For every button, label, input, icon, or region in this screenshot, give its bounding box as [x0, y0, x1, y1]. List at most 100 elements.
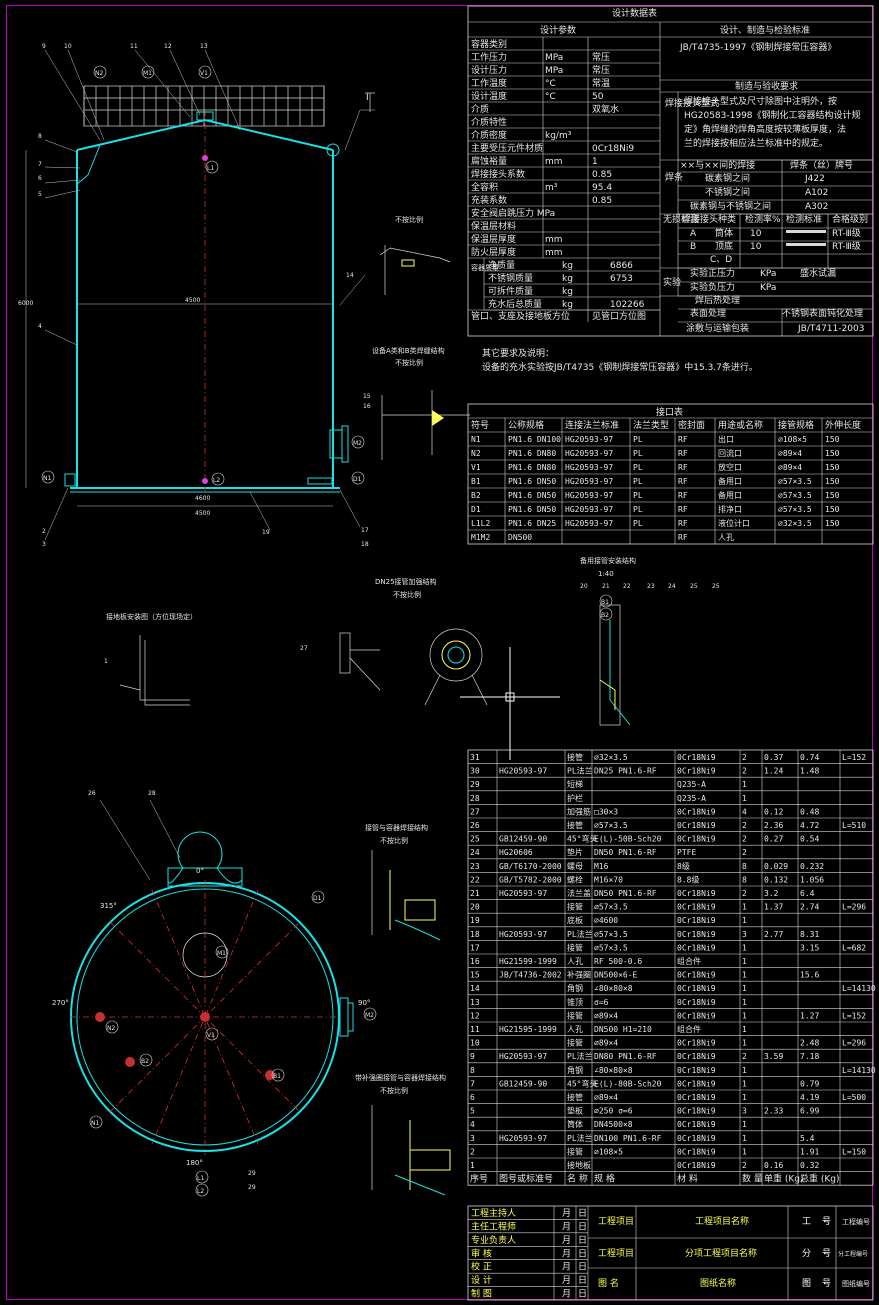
nozzle-cell: ⌀57×3.5 [778, 477, 812, 486]
parts-cell: 1 [742, 780, 747, 789]
parts-cell: ⌀57×3.5 [594, 821, 628, 830]
tb-project-name: 工程项目名称 [695, 1215, 749, 1227]
parts-cell: 1 [742, 1025, 747, 1034]
nozzle-tag: L2 [213, 477, 220, 484]
angle-90: 90° [358, 999, 370, 1007]
nozzle-weld-title: 接管与容器焊接结构 [365, 823, 428, 832]
parts-cell: 1 [742, 1039, 747, 1048]
tb-month: 月 [562, 1248, 571, 1259]
parts-cell: 29 [470, 780, 480, 789]
electrode-group: 焊条 [665, 171, 683, 183]
parts-cell: 1 [742, 957, 747, 966]
nozzle-cell: 备用口 [718, 490, 742, 500]
nozzle-row-value: 见管口方位图 [592, 310, 646, 322]
part-callout: 5 [38, 191, 42, 198]
nozzle-tag-circle [271, 1068, 285, 1082]
grounding-title: 接地板安装图（方位现场定） [106, 612, 197, 621]
tb-month: 月 [562, 1262, 571, 1273]
tb-month: 月 [562, 1289, 571, 1300]
nozzle-cell: HG20593-97 [565, 463, 613, 472]
parts-cell: ⌀57×3.5 [594, 903, 628, 912]
electrode-r3b: A302 [805, 202, 828, 212]
parts-cell: 7 [470, 1079, 475, 1088]
electrode-r2a: 不锈钢之间 [705, 186, 750, 198]
parts-cell: 9 [470, 1052, 475, 1061]
nozzle-cell: PL [633, 435, 643, 444]
nozzle-cell: PL [633, 477, 643, 486]
electrode-r1a: 碳素钢之间 [705, 172, 750, 184]
design-row-unit: °C [545, 79, 556, 89]
dim-small: 4500 [195, 510, 210, 517]
design-row-label: 安全阀启跳压力 MPa [471, 207, 555, 219]
parts-cell: L=14130 [842, 984, 876, 993]
nozzle-cell: PN1.6 DN80 [508, 463, 556, 472]
nozzle-cell: PN1.6 DN50 [508, 505, 556, 514]
parts-cell: 接管 [567, 902, 583, 912]
nozzle-cell: 150 [825, 477, 840, 486]
detail-views [119, 245, 631, 1196]
nozzle-cell: ⌀57×3.5 [778, 505, 812, 514]
nozzle-tag-circle [41, 470, 55, 484]
weld-group-label: 焊接接头型式 [665, 97, 719, 109]
nozzle-tag: N1 [43, 475, 51, 482]
nozzle-cell: M1M2 [471, 533, 490, 542]
parts-cell: 2.36 [764, 821, 783, 830]
parts-cell: 1 [742, 998, 747, 1007]
parts-cell: 4.19 [800, 1093, 819, 1102]
tb-role: 工程主持人 [471, 1207, 516, 1219]
parts-cell: 2 [742, 767, 747, 776]
parts-cell: 2.48 [800, 1039, 819, 1048]
nozzle-cell: 液位计口 [718, 518, 750, 528]
parts-cell: 接管 [567, 942, 583, 952]
electrode-r2b: A102 [805, 188, 828, 198]
nozzle-weld-scale: 不按比例 [380, 836, 408, 845]
parts-cell: L=150 [842, 1147, 866, 1156]
tb-fen-no: 分工程编号 [838, 1250, 868, 1258]
parts-cell: 3 [470, 1134, 475, 1143]
nozzle-tag: B1 [273, 1073, 281, 1080]
design-row-label: 保温层材料 [471, 220, 516, 232]
parts-cell: 5 [470, 1107, 475, 1116]
parts-cell: □30×3 [594, 807, 618, 816]
parts-cell: 2.33 [764, 1107, 783, 1116]
mass-row-unit: kg [562, 287, 573, 297]
parts-cell: 底板 [567, 915, 583, 925]
parts-cell: 45°弯头 [567, 1078, 597, 1088]
nozzle-cell: RF [678, 491, 688, 500]
nozzle-cell: HG20593-97 [565, 435, 613, 444]
parts-cell: 1 [742, 984, 747, 993]
parts-cell: 0Cr18Ni9 [677, 943, 716, 952]
parts-cell: 0Cr18Ni9 [677, 889, 716, 898]
parts-cell: 0.232 [800, 862, 824, 871]
parts-cell: 角钢 [567, 1065, 583, 1075]
nozzle-cell: PN1.6 DN50 [508, 477, 556, 486]
parts-cell: 6 [470, 1093, 475, 1102]
parts-cell: 4.72 [800, 821, 819, 830]
tb-hao-1: 号 [822, 1216, 831, 1227]
parts-header-7: 总重 (Kg) [800, 1173, 840, 1185]
design-row-value: 1 [592, 157, 598, 167]
nozzle-tag-circle [215, 945, 229, 959]
nozzle-cell: 出口 [718, 434, 734, 444]
nozzle-cell: 150 [825, 463, 840, 472]
parts-cell: JB/T4736-2002 [499, 971, 562, 980]
nozzle-tag: M1 [217, 950, 226, 957]
angle-315: 315° [100, 902, 117, 910]
parts-cell: 3.59 [764, 1052, 783, 1061]
parts-cell: 31 [470, 753, 480, 762]
parts-cell: 1 [742, 1134, 747, 1143]
parts-cell: L=14130 [842, 1066, 876, 1075]
parts-cell: ∠80×80×8 [594, 984, 633, 993]
nozzle-cell: HG20593-97 [565, 449, 613, 458]
standard-ref: JB/T4735-1997《钢制焊接常压容器》 [679, 41, 836, 53]
parts-cell: 护栏 [567, 793, 583, 803]
parts-cell: 8 [742, 875, 747, 884]
nozzle-tag: V1 [200, 70, 208, 77]
parts-cell: 0.54 [800, 835, 819, 844]
part-callout: 13 [200, 43, 208, 50]
parts-cell: 组合件 [677, 956, 701, 966]
parts-header-2: 名 称 [567, 1173, 588, 1185]
parts-cell: 0Cr18Ni9 [677, 807, 716, 816]
parts-cell: 0Cr18Ni9 [677, 930, 716, 939]
